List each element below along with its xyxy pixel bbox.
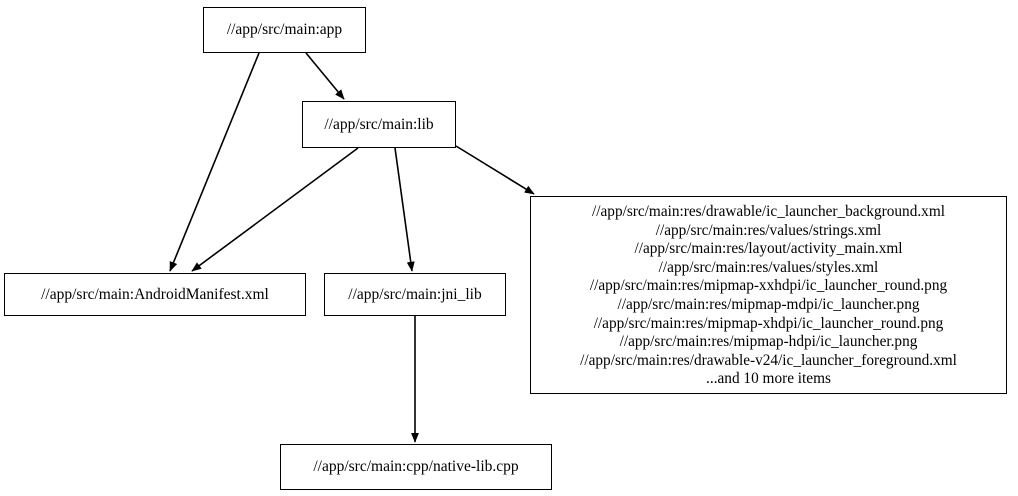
node-native-lib-cpp-label: //app/src/main:cpp/native-lib.cpp [313, 458, 519, 476]
edge-lib-to-res [455, 145, 535, 195]
res-file-line: //app/src/main:res/mipmap-hdpi/ic_launch… [619, 333, 918, 351]
res-file-line: //app/src/main:res/values/styles.xml [658, 258, 879, 276]
edge-lib-to-jni-lib [394, 147, 415, 272]
edge-lib-to-manifest [191, 147, 359, 272]
node-jni-lib-label: //app/src/main:jni_lib [348, 285, 482, 303]
node-lib[interactable]: //app/src/main:lib [302, 101, 456, 148]
res-file-line: //app/src/main:res/layout/activity_main.… [634, 240, 903, 258]
res-file-line: ...and 10 more items [706, 370, 831, 388]
edge-app-to-lib [305, 52, 345, 100]
res-file-line: //app/src/main:res/drawable/ic_launcher_… [592, 203, 945, 220]
res-file-line: //app/src/main:res/values/strings.xml [655, 221, 882, 239]
res-file-line: //app/src/main:res/mipmap-mdpi/ic_launch… [617, 295, 920, 313]
res-file-line: //app/src/main:res/mipmap-xxhdpi/ic_laun… [589, 277, 948, 295]
node-jni-lib[interactable]: //app/src/main:jni_lib [324, 273, 506, 316]
node-res-files[interactable]: //app/src/main:res/drawable/ic_launcher_… [530, 196, 1007, 394]
node-app[interactable]: //app/src/main:app [203, 7, 366, 53]
node-app-label: //app/src/main:app [226, 21, 343, 39]
node-android-manifest[interactable]: //app/src/main:AndroidManifest.xml [4, 273, 306, 316]
node-res-files-label: //app/src/main:res/drawable/ic_launcher_… [580, 203, 957, 389]
node-android-manifest-label: //app/src/main:AndroidManifest.xml [41, 285, 269, 303]
res-file-line: //app/src/main:res/mipmap-xhdpi/ic_launc… [593, 314, 944, 332]
node-lib-label: //app/src/main:lib [324, 115, 434, 133]
node-native-lib-cpp[interactable]: //app/src/main:cpp/native-lib.cpp [280, 444, 552, 490]
res-file-line: //app/src/main:res/drawable-v24/ic_launc… [580, 351, 957, 369]
edge-app-to-manifest [169, 52, 260, 272]
